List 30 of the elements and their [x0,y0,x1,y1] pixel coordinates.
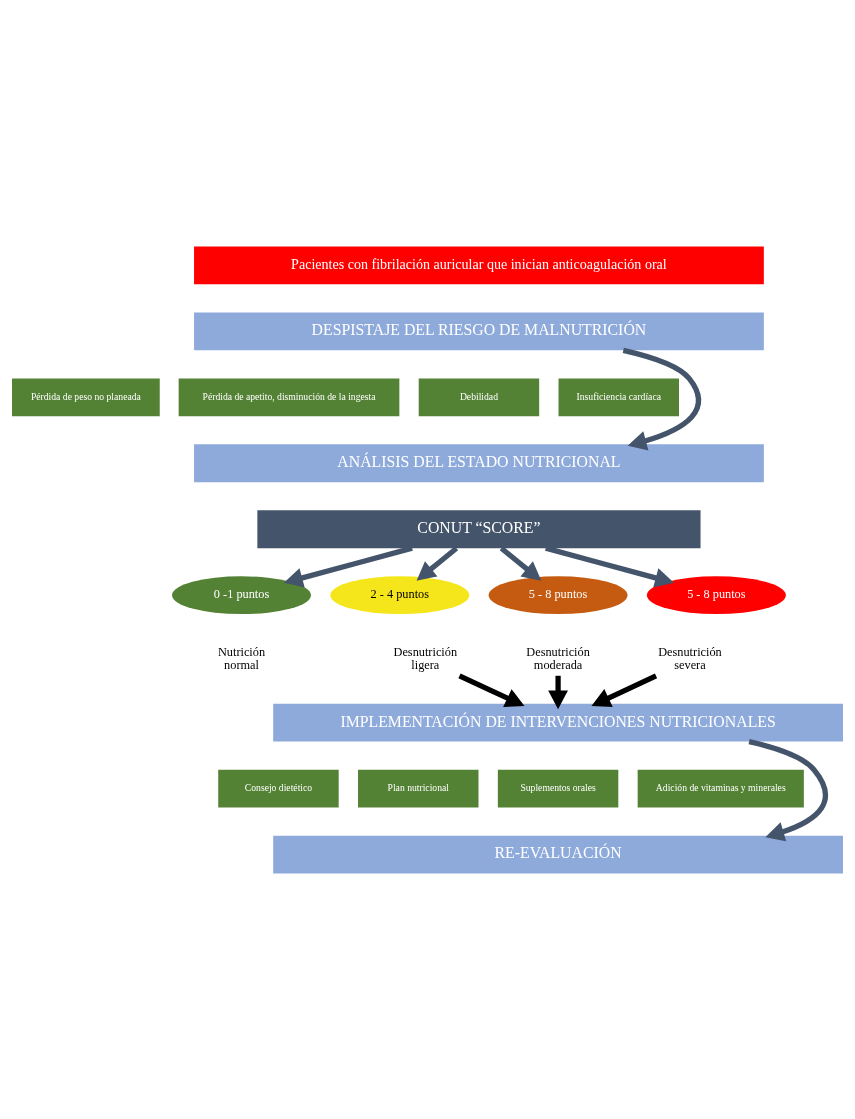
arrow [548,675,568,709]
arrow [499,545,542,581]
arrow [416,545,459,581]
node-box: Consejo dietético [218,769,339,808]
arrow [458,672,525,707]
node-label: Desnutrición severa [658,644,722,672]
node-box: Debilidad [418,377,540,416]
arrow [748,738,828,841]
node-box: Adición de vitaminas y minerales [637,769,804,808]
node-box: Suplementos orales [497,769,619,808]
node-box: Insuficiencia cardíaca [558,377,679,416]
arrow [283,545,413,587]
arrow [545,545,674,587]
node-box: Plan nutricional [358,769,479,808]
node-label: Desnutrición moderada [526,644,590,672]
node-box: RE-EVALUACIÓN [273,835,843,873]
node-label: Nutrición normal [217,644,266,672]
node-ellipse: 0 -1 puntos [172,575,311,614]
node-box: ANÁLISIS DEL ESTADO NUTRICIONAL [194,443,764,482]
arrow [591,672,658,707]
node-box: Pérdida de peso no planeada [12,377,160,416]
node-box: CONUT “SCORE” [257,509,701,548]
node-box: Pérdida de apetito, disminución de la ingesta [178,377,400,416]
node-ellipse: 5 - 8 puntos [488,575,628,614]
node-ellipse: 2 - 4 puntos [330,575,470,614]
node-ellipse: 5 - 8 puntos [646,575,786,614]
node-box: Pacientes con fibrilación auricular que inician anticoagulación oral [194,246,764,284]
node-box: IMPLEMENTACIÓN DE INTERVENCIONES NUTRICIONALES [273,703,843,742]
node-label: Desnutrición ligera [393,644,458,672]
node-box: DESPISTAJE DEL RIESGO DE MALNUTRICIÓN [194,311,764,350]
